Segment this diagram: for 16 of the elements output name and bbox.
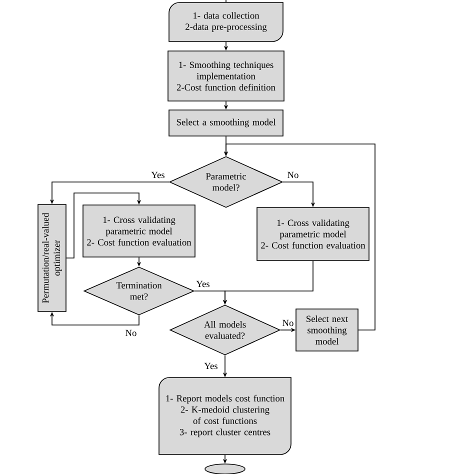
process-box: Select a smoothing model bbox=[168, 110, 284, 136]
process-box: 1- data collection 2-data pre-processing bbox=[168, 2, 284, 42]
process-box: 1- Report models cost function 2- K-medoid clustering of cost functions 3- report cluster centres bbox=[158, 377, 292, 455]
process-box: 1- Cross validating parametric model 2- Cost function evaluation bbox=[256, 207, 370, 261]
process-box: 1- Cross validating parametric model 2- Cost function evaluation bbox=[82, 204, 196, 258]
edge-label: No bbox=[286, 171, 300, 179]
process-box: Permutation/real-valued optimizer bbox=[38, 204, 66, 312]
edge-label: Yes bbox=[204, 362, 218, 370]
edge-label: No bbox=[124, 329, 138, 337]
terminator-oval bbox=[204, 464, 246, 474]
arrow bbox=[66, 192, 142, 258]
process-box: Select next smoothing model bbox=[296, 308, 358, 352]
edge-label: No bbox=[282, 319, 294, 327]
edge-label: Yes bbox=[196, 280, 210, 288]
edge-label: Yes bbox=[150, 171, 166, 179]
process-box: 1- Smoothing techniques implementation 2-Cost function definition bbox=[168, 50, 284, 102]
